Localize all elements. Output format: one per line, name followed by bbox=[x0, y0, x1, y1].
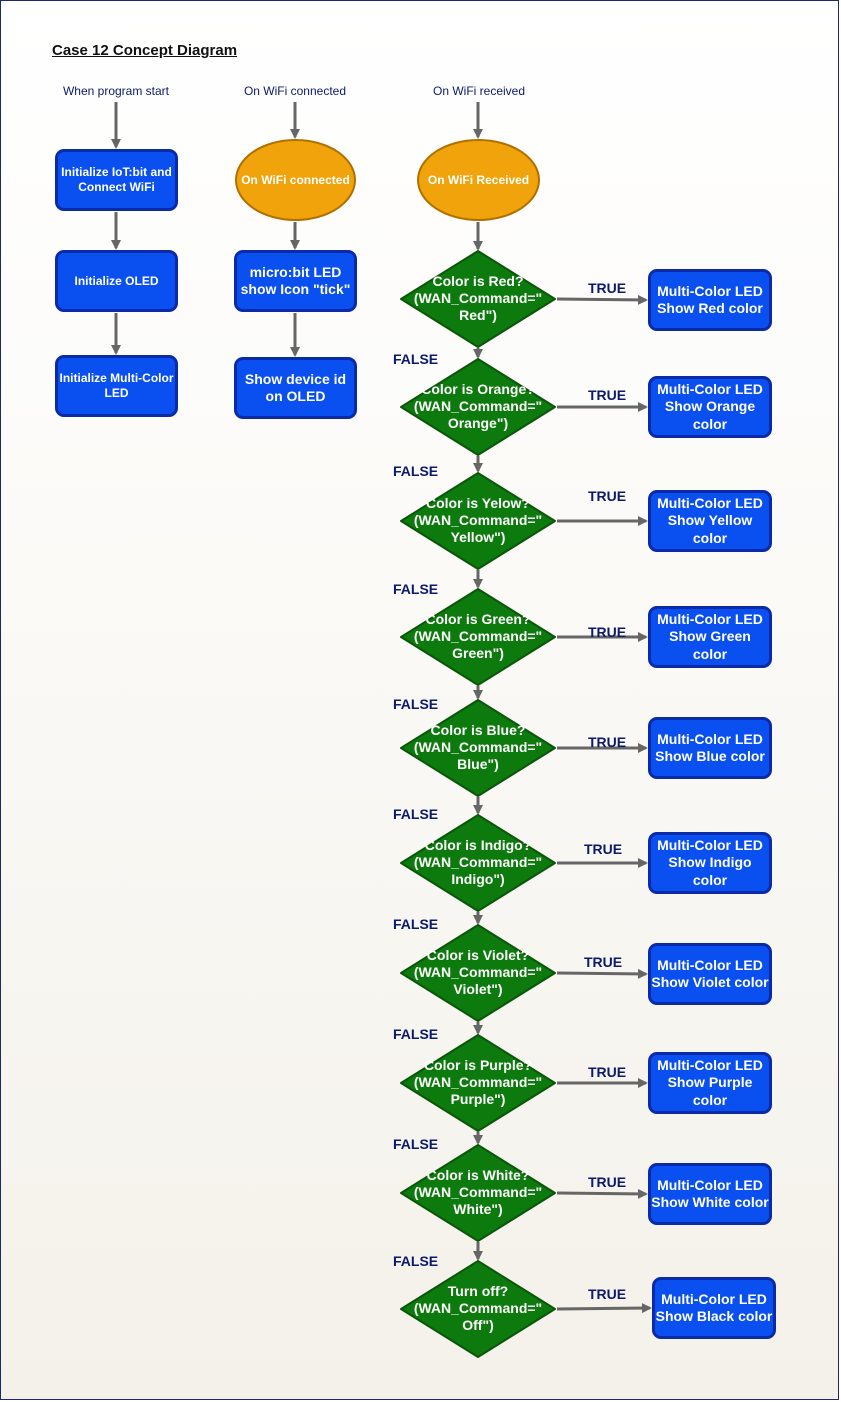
action-box: Multi-Color LED Show Blue color bbox=[648, 717, 772, 779]
false-label: FALSE bbox=[393, 1253, 439, 1269]
show-device-id-box: Show device id on OLED bbox=[234, 357, 357, 419]
false-label: FALSE bbox=[393, 581, 439, 597]
decision-diamond bbox=[400, 699, 556, 797]
false-label: FALSE bbox=[393, 916, 439, 932]
decision-diamond bbox=[400, 814, 556, 912]
decision-condition: Color is Indigo? (WAN_Command=" Indigo") bbox=[413, 837, 543, 887]
start-column-label: When program start bbox=[62, 84, 170, 98]
false-label: FALSE bbox=[393, 351, 439, 367]
true-label: TRUE bbox=[588, 734, 627, 750]
action-box: Multi-Color LED Show Green color bbox=[648, 606, 772, 668]
decision-diamond bbox=[400, 358, 556, 456]
decision-condition: Color is Blue? (WAN_Command=" Blue") bbox=[413, 722, 543, 772]
decision-condition: Color is Purple? (WAN_Command=" Purple") bbox=[413, 1057, 543, 1107]
true-label: TRUE bbox=[584, 954, 623, 970]
action-box: Multi-Color LED Show Indigo color bbox=[648, 832, 772, 894]
connected-column-label: On WiFi connected bbox=[243, 84, 347, 98]
arrow-true-branch bbox=[556, 968, 648, 979]
diagram-title: Case 12 Concept Diagram bbox=[52, 42, 238, 59]
false-label: FALSE bbox=[393, 1026, 439, 1042]
decision-condition: Color is Orange? (WAN_Command=" Orange") bbox=[413, 381, 543, 431]
decision-diamond bbox=[400, 588, 556, 686]
arrow-true-branch bbox=[556, 1303, 652, 1314]
decision-condition: Color is White? (WAN_Command=" White") bbox=[413, 1167, 543, 1217]
action-box: Multi-Color LED Show Black color bbox=[652, 1277, 776, 1339]
wifi-received-event: On WiFi Received bbox=[417, 139, 540, 221]
false-label: FALSE bbox=[393, 696, 439, 712]
decision-condition: Color is Violet? (WAN_Command=" Violet") bbox=[413, 947, 543, 997]
false-label: FALSE bbox=[393, 1136, 439, 1152]
action-box: Multi-Color LED Show White color bbox=[648, 1163, 772, 1225]
init-oled-box: Initialize OLED bbox=[55, 250, 178, 312]
true-label: TRUE bbox=[584, 841, 623, 857]
action-box: Multi-Color LED Show Violet color bbox=[648, 943, 772, 1005]
init-led-box: Initialize Multi-Color LED bbox=[55, 355, 178, 417]
decision-diamond bbox=[400, 472, 556, 570]
decision-condition: Turn off? (WAN_Command=" Off") bbox=[413, 1283, 543, 1333]
decision-condition: Color is Green? (WAN_Command=" Green") bbox=[413, 611, 543, 661]
action-box: Multi-Color LED Show Orange color bbox=[648, 376, 772, 438]
true-label: TRUE bbox=[588, 488, 627, 504]
action-box: Multi-Color LED Show Red color bbox=[648, 269, 772, 331]
received-column-label: On WiFi received bbox=[432, 84, 526, 98]
true-label: TRUE bbox=[588, 624, 627, 640]
decision-diamond bbox=[400, 1144, 556, 1242]
decision-diamond bbox=[400, 1034, 556, 1132]
action-box: Multi-Color LED Show Yellow color bbox=[648, 490, 772, 552]
true-label: TRUE bbox=[588, 1174, 627, 1190]
action-box: Multi-Color LED Show Purple color bbox=[648, 1052, 772, 1114]
true-label: TRUE bbox=[588, 1064, 627, 1080]
wifi-connected-event: On WiFi connected bbox=[235, 139, 356, 221]
true-label: TRUE bbox=[588, 1286, 627, 1302]
arrow-true-branch bbox=[556, 294, 648, 305]
decision-condition: Color is Yelow? (WAN_Command=" Yellow") bbox=[413, 495, 543, 545]
false-label: FALSE bbox=[393, 806, 439, 822]
decision-diamond bbox=[400, 1260, 556, 1358]
arrow-true-branch bbox=[556, 1188, 648, 1199]
decision-diamond bbox=[400, 250, 556, 348]
decision-diamond bbox=[400, 924, 556, 1022]
true-label: TRUE bbox=[588, 280, 627, 296]
init-iotbit-box: Initialize IoT:bit and Connect WiFi bbox=[55, 149, 178, 211]
show-tick-box: micro:bit LED show Icon "tick" bbox=[234, 250, 357, 312]
true-label: TRUE bbox=[588, 387, 627, 403]
decision-condition: Color is Red? (WAN_Command=" Red") bbox=[413, 273, 543, 323]
false-label: FALSE bbox=[393, 463, 439, 479]
